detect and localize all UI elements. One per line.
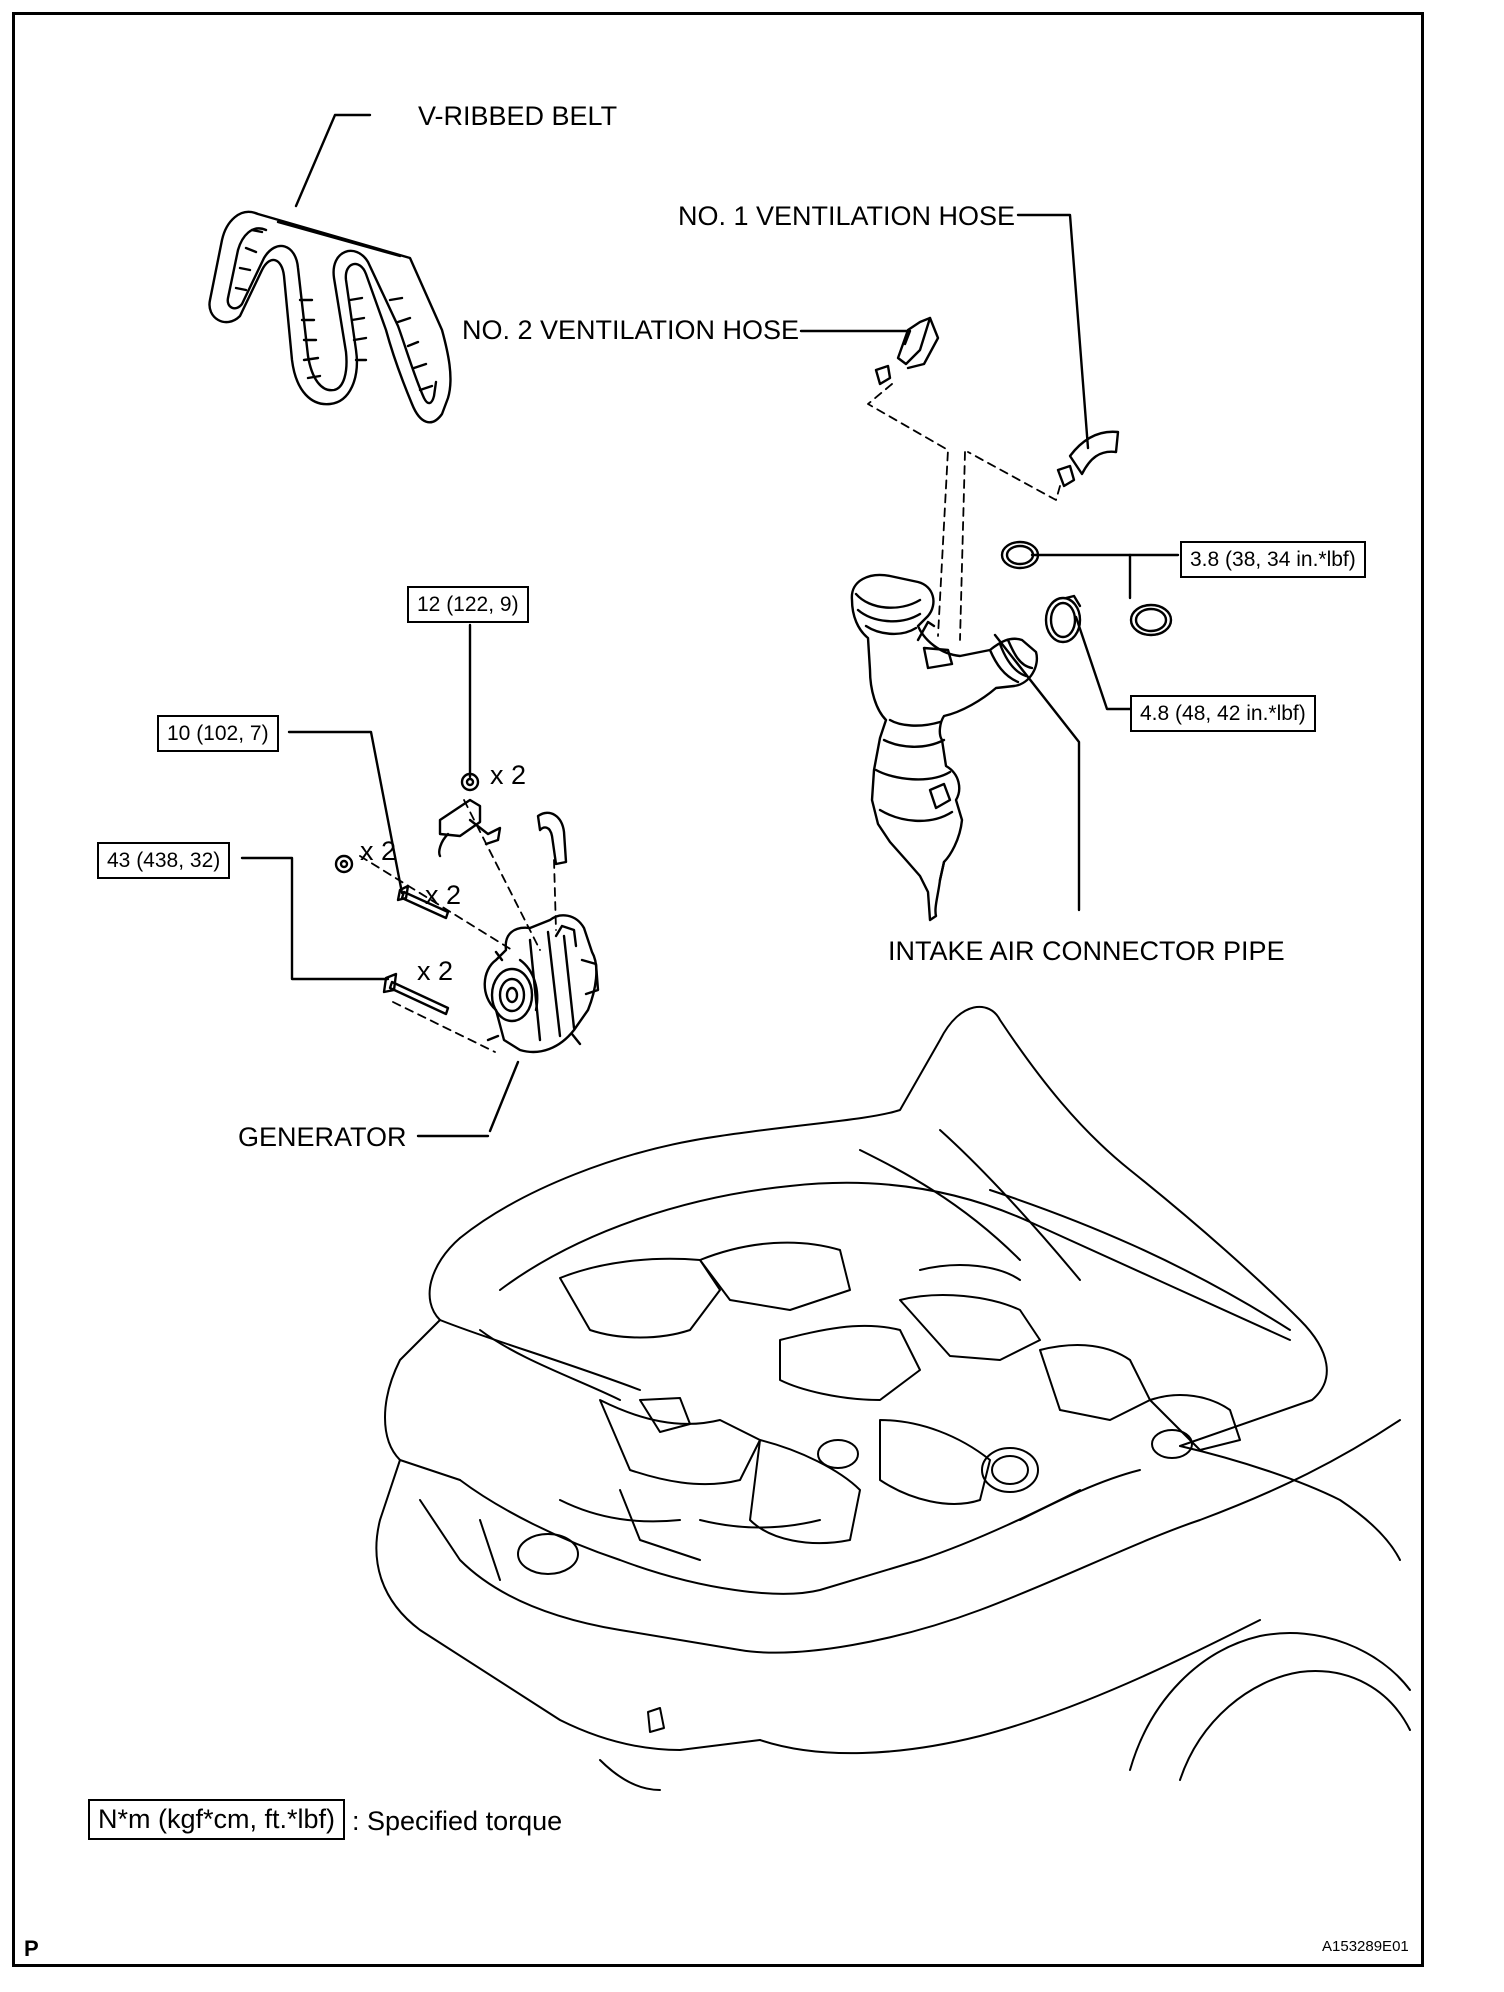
label-v-ribbed-belt: V-RIBBED BELT	[418, 101, 618, 131]
v-ribbed-belt	[208, 210, 452, 424]
quantity-nut-top: x 2	[490, 760, 527, 790]
label-generator: GENERATOR	[238, 1122, 407, 1152]
legend-text: : Specified torque	[352, 1806, 563, 1836]
generator	[483, 914, 600, 1054]
quantity-nut-left: x 2	[360, 836, 397, 866]
label-no1-ventilation-hose: NO. 1 VENTILATION HOSE	[678, 201, 1016, 231]
leader-lines	[240, 113, 1180, 1138]
torque-box-10: 10 (102, 7)	[157, 715, 279, 752]
torque-box-43: 43 (438, 32)	[97, 842, 231, 879]
torque-box-3-8: 3.8 (38, 34 in.*lbf)	[1180, 541, 1366, 578]
torque-box-12: 12 (122, 9)	[407, 586, 529, 623]
generator-fasteners	[334, 772, 568, 1016]
car-engine-bay	[375, 1005, 1411, 1791]
figure-code: A153289E01	[1322, 1938, 1409, 1955]
legend-torque-unit: N*m (kgf*cm, ft.*lbf)	[88, 1799, 346, 1840]
quantity-bolt: x 2	[417, 956, 454, 986]
ventilation-hoses	[874, 316, 1120, 488]
label-no2-ventilation-hose: NO. 2 VENTILATION HOSE	[462, 315, 800, 345]
section-letter: P	[24, 1936, 39, 1961]
page-frame	[12, 12, 1424, 1967]
hose-clamps	[1000, 540, 1173, 644]
label-intake-air-connector-pipe: INTAKE AIR CONNECTOR PIPE	[888, 936, 1285, 966]
quantity-stud: x 2	[425, 880, 462, 910]
intake-air-connector-pipe	[850, 573, 1039, 922]
torque-box-4-8: 4.8 (48, 42 in.*lbf)	[1130, 695, 1316, 732]
